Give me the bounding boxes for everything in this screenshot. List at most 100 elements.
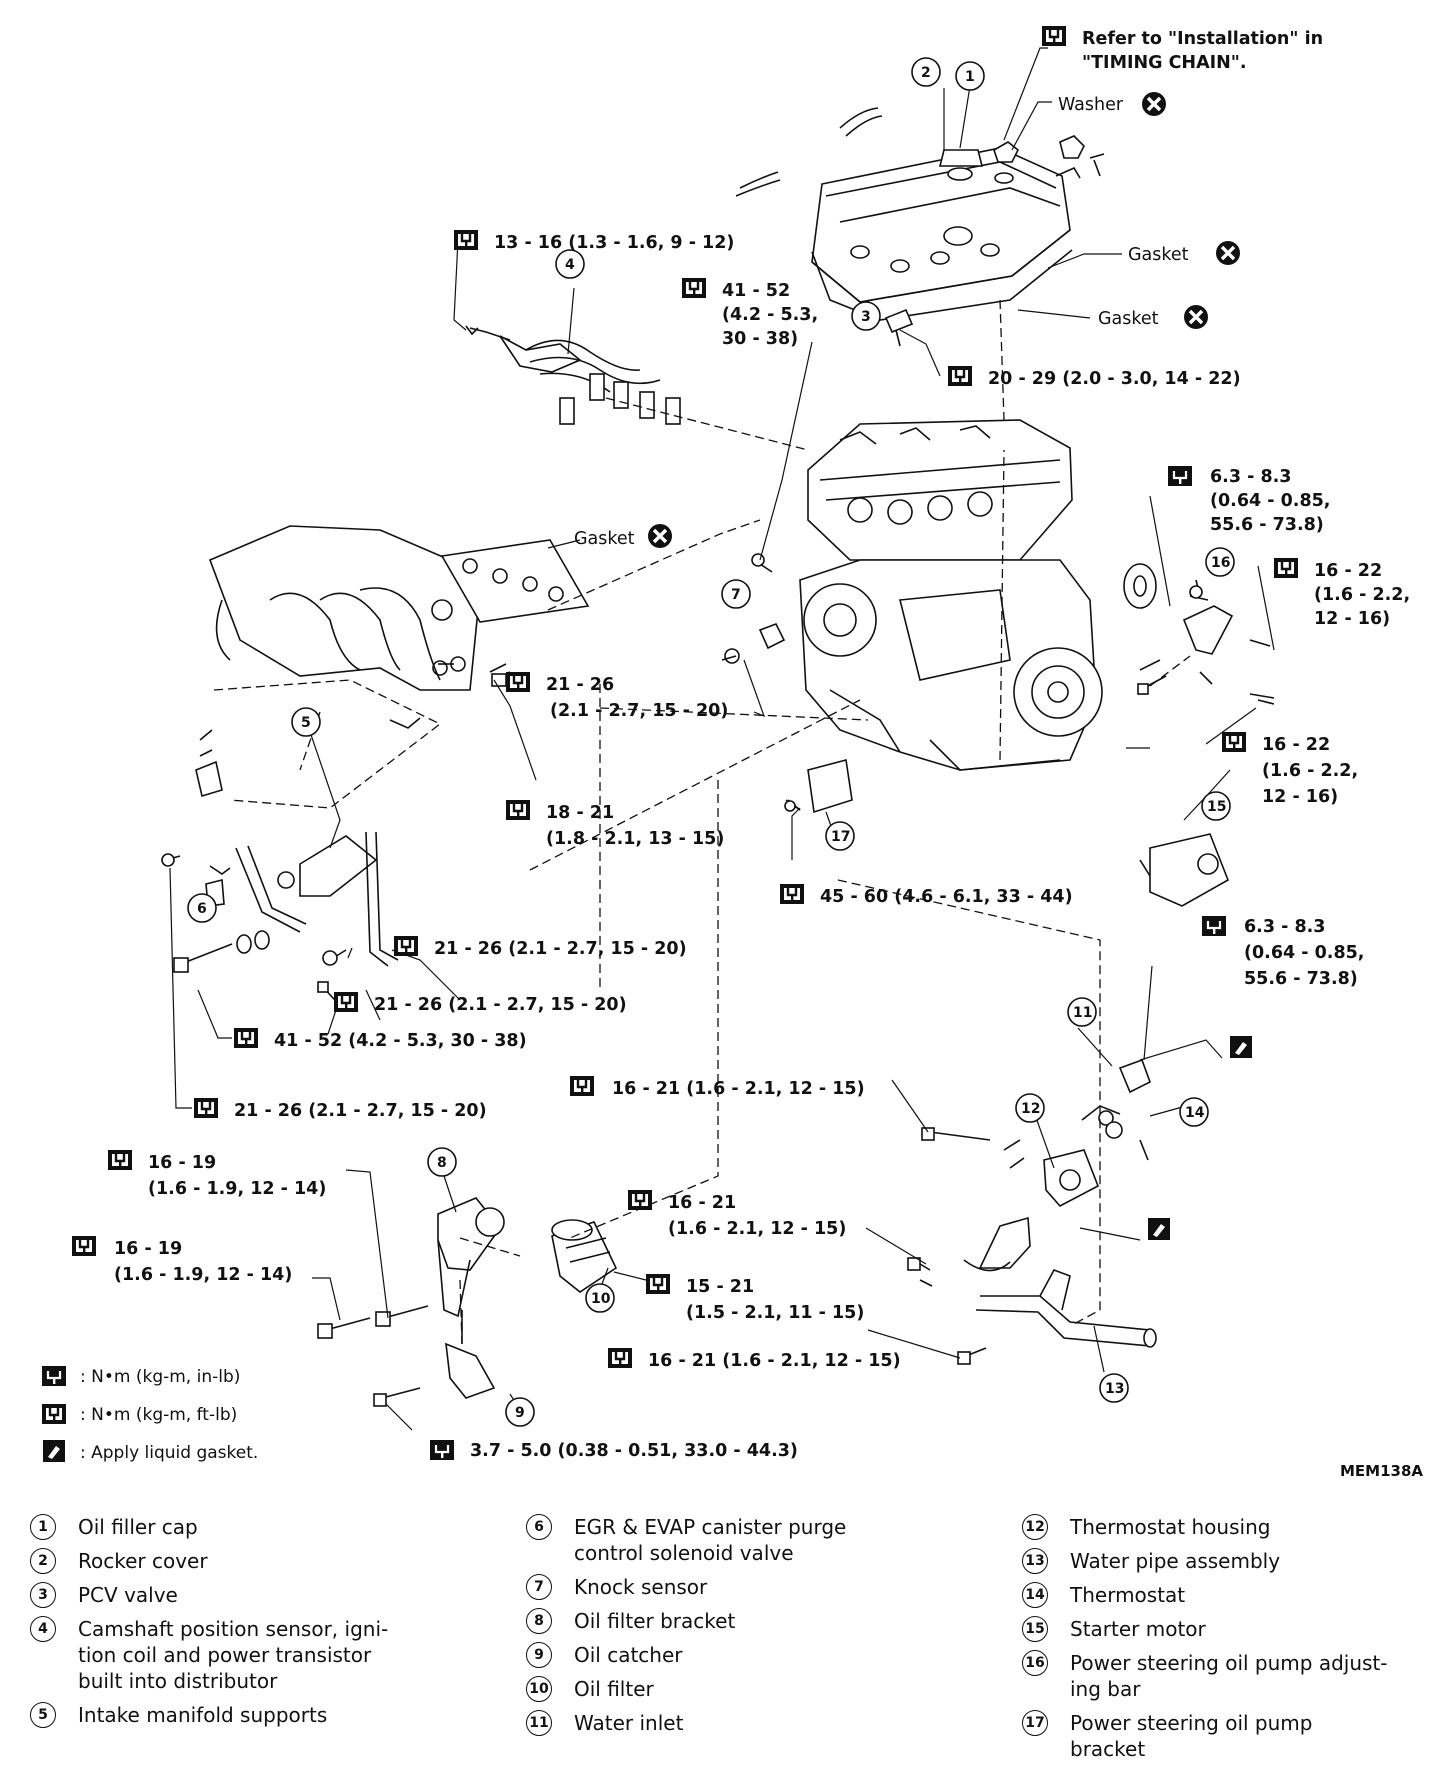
intake-manifold-drawing bbox=[208, 525, 479, 729]
torque-t17b: (1.6 - 2.1, 12 - 15) bbox=[668, 1219, 846, 1239]
gasket-label-c: Gasket bbox=[574, 529, 635, 549]
ref-10: 10 bbox=[591, 1291, 611, 1307]
torque-t4c: 55.6 - 73.8) bbox=[1210, 515, 1324, 535]
torque-t2c: 30 - 38) bbox=[722, 329, 798, 349]
torque-t20: 16 - 21 (1.6 - 2.1, 12 - 15) bbox=[648, 1351, 901, 1371]
ref-13: 13 bbox=[1105, 1381, 1124, 1397]
pcv-valve-drawing bbox=[884, 308, 914, 347]
ref-15: 15 bbox=[1207, 799, 1226, 815]
gasket-label-b: Gasket bbox=[1098, 309, 1159, 329]
ref-8: 8 bbox=[437, 1155, 447, 1171]
torque-t5c: 12 - 16) bbox=[1314, 609, 1390, 629]
breather-hose-b bbox=[845, 115, 883, 137]
torque-t2b: (4.2 - 5.3, bbox=[722, 305, 818, 325]
legend-inlb: : N•m (kg-m, in-lb) bbox=[80, 1367, 240, 1387]
ps-bracket-drawing bbox=[787, 758, 853, 814]
torque-t8a: 18 - 21 bbox=[546, 803, 614, 823]
torque-t7c: 12 - 16) bbox=[1262, 787, 1338, 807]
top-note-line2: "TIMING CHAIN". bbox=[1082, 53, 1247, 73]
water-inlet-drawing bbox=[1081, 1058, 1151, 1161]
ref-17: 17 bbox=[831, 829, 850, 845]
torque-t4b: (0.64 - 0.85, bbox=[1210, 491, 1330, 511]
egr-solenoid-drawing bbox=[195, 729, 231, 907]
torque-t8b: (1.8 - 2.1, 13 - 15) bbox=[546, 829, 724, 849]
torque-t1: 13 - 16 (1.3 - 1.6, 9 - 12) bbox=[494, 233, 734, 253]
thermostat-housing-drawing bbox=[921, 1127, 1100, 1208]
pcv-hose-b bbox=[735, 179, 781, 197]
pcv-hose bbox=[739, 171, 779, 189]
torque-t13: 41 - 52 (4.2 - 5.3, 30 - 38) bbox=[274, 1031, 527, 1051]
ref-2: 2 bbox=[921, 65, 931, 81]
ref-16: 16 bbox=[1211, 555, 1230, 571]
ref-14: 14 bbox=[1185, 1105, 1205, 1121]
torque-t19b: (1.5 - 2.1, 11 - 15) bbox=[686, 1303, 864, 1323]
rocker-cover-drawing bbox=[811, 147, 1073, 321]
legend-gasket: : Apply liquid gasket. bbox=[80, 1443, 258, 1463]
torque-t2a: 41 - 52 bbox=[722, 281, 790, 301]
gasket-label-a: Gasket bbox=[1128, 245, 1189, 265]
ref-6: 6 bbox=[197, 901, 207, 917]
ref-11: 11 bbox=[1073, 1005, 1092, 1021]
torque-t7a: 16 - 22 bbox=[1262, 735, 1330, 755]
breather-hose bbox=[839, 107, 879, 129]
torque-t5b: (1.6 - 2.2, bbox=[1314, 585, 1410, 605]
torque-t4a: 6.3 - 8.3 bbox=[1210, 467, 1291, 487]
cylinder-head-drawing bbox=[807, 419, 1073, 561]
diagram-code: MEM138A bbox=[1340, 1462, 1423, 1480]
starter-motor-drawing bbox=[1139, 833, 1229, 907]
ref-5: 5 bbox=[301, 715, 311, 731]
bolt-left-1 bbox=[325, 1317, 371, 1331]
bolt-left-3 bbox=[381, 1387, 421, 1399]
torque-t6b: (2.1 - 2.7, 15 - 20) bbox=[550, 701, 728, 721]
ref-12: 12 bbox=[1021, 1101, 1040, 1117]
torque-t6a: 21 - 26 bbox=[546, 675, 614, 695]
ref-7: 7 bbox=[731, 587, 741, 603]
distributor-drawing bbox=[465, 325, 681, 425]
oil-filter-bracket-drawing bbox=[437, 1197, 505, 1399]
water-pipe-drawing bbox=[907, 1216, 1157, 1348]
torque-t3: 20 - 29 (2.0 - 3.0, 14 - 22) bbox=[988, 369, 1241, 389]
oil-filter-drawing bbox=[551, 1219, 618, 1293]
torque-t16a: 16 - 19 bbox=[148, 1153, 216, 1173]
ref-4: 4 bbox=[565, 257, 575, 273]
torque-t16b: (1.6 - 1.9, 12 - 14) bbox=[148, 1179, 326, 1199]
legend-ftlb: : N•m (kg-m, ft-lb) bbox=[80, 1405, 237, 1425]
ref-1: 1 bbox=[965, 69, 975, 85]
top-nuts bbox=[993, 135, 1105, 184]
bolt-left-2 bbox=[383, 1305, 429, 1319]
knock-sensor-drawing bbox=[724, 622, 786, 664]
torque-t9: 45 - 60 (4.6 - 6.1, 33 - 44) bbox=[820, 887, 1073, 907]
intake-gasket-drawing bbox=[440, 539, 590, 623]
torque-t10: 21 - 26 (2.1 - 2.7, 15 - 20) bbox=[434, 939, 687, 959]
torque-t12: 21 - 26 (2.1 - 2.7, 15 - 20) bbox=[374, 995, 627, 1015]
torque-t17a: 16 - 21 bbox=[668, 1193, 736, 1213]
engine-exploded-diagram: Refer to "Installation" in "TIMING CHAIN… bbox=[40, 24, 1423, 1480]
ref-9: 9 bbox=[515, 1405, 525, 1421]
engine-block-drawing bbox=[799, 559, 1103, 771]
oil-filler-cap-drawing bbox=[938, 149, 984, 181]
torque-t18b: (1.6 - 1.9, 12 - 14) bbox=[114, 1265, 292, 1285]
torque-t21: 3.7 - 5.0 (0.38 - 0.51, 33.0 - 44.3) bbox=[470, 1441, 798, 1461]
pulley-drawing bbox=[1123, 563, 1157, 609]
callouts: Refer to "Installation" in "TIMING CHAIN… bbox=[40, 24, 1423, 1480]
